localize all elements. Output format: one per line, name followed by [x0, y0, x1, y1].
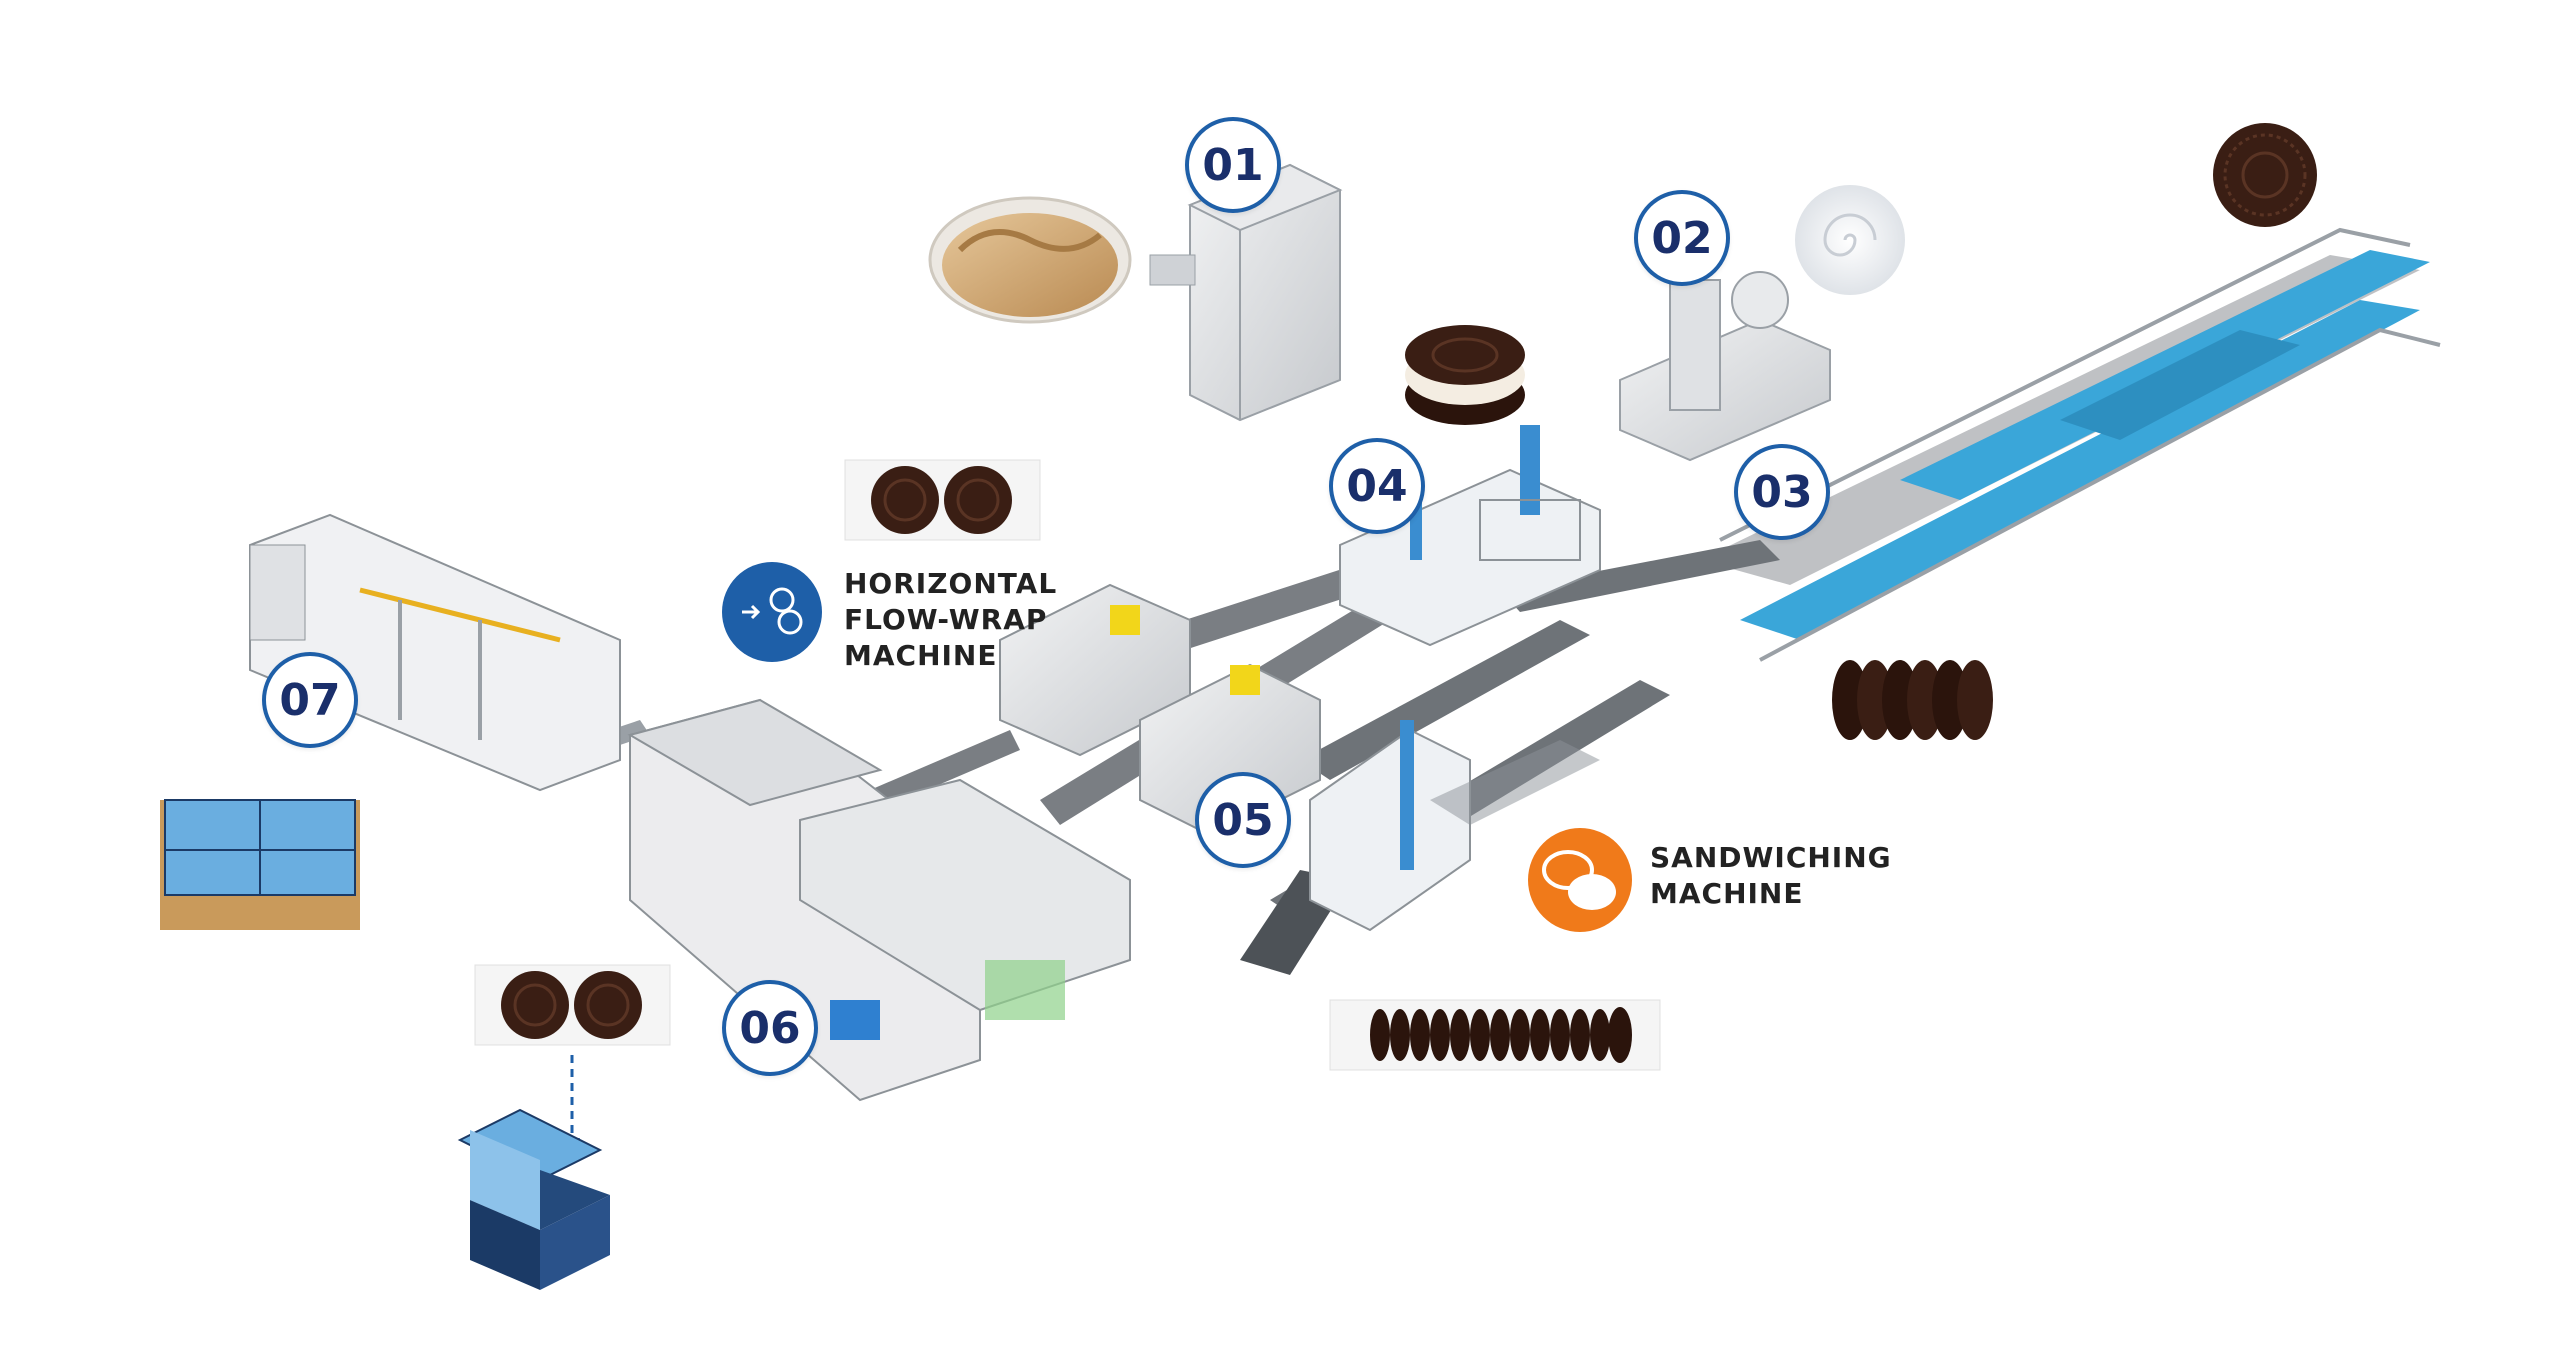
flow-wrap-label-line1: HORIZONTAL — [844, 567, 1058, 600]
flow-wrap-label: HORIZONTAL FLOW-WRAP MACHINE — [844, 566, 1057, 674]
step-badge-01: 01 — [1185, 117, 1281, 213]
cream-swirl — [1795, 185, 1905, 295]
cookie-pack-long — [1329, 999, 1661, 1071]
step-badge-03: 03 — [1734, 444, 1830, 540]
twin-pack — [844, 459, 1041, 541]
sandwich-icon — [1528, 828, 1632, 932]
box — [457, 1108, 610, 1290]
cream-mixer-machine — [1619, 271, 1831, 462]
tray-icon — [160, 799, 360, 930]
sandwiching-station-04 — [1339, 425, 1601, 647]
case-packer-06 — [627, 698, 1131, 1102]
step-badge-05: 05 — [1195, 772, 1291, 868]
step-badge-04: 04 — [1329, 438, 1425, 534]
step-badge-07: 07 — [262, 652, 358, 748]
sandwiching-machine-05 — [1309, 720, 1600, 932]
flow-wrap-machine — [999, 583, 1321, 837]
cookie-stack — [1405, 325, 1525, 425]
step-badge-06: 06 — [722, 980, 818, 1076]
palletizer-07 — [249, 513, 621, 792]
cookie — [2213, 123, 2317, 227]
step-badge-02: 02 — [1634, 190, 1730, 286]
sandwiching-label: SANDWICHING MACHINE — [1650, 840, 1892, 912]
sandwiching-label-line1: SANDWICHING — [1650, 841, 1892, 874]
mixer-machine — [1149, 163, 1343, 422]
flow-wrap-label-line2: FLOW-WRAP — [844, 603, 1048, 636]
flow-wrap-icon — [722, 562, 822, 662]
cookie-row — [1832, 660, 1993, 740]
dough-bowl — [928, 196, 1132, 324]
sandwiching-label-line2: MACHINE — [1650, 877, 1804, 910]
twin-pack-2 — [474, 964, 671, 1046]
flow-wrap-label-line3: MACHINE — [844, 639, 998, 672]
